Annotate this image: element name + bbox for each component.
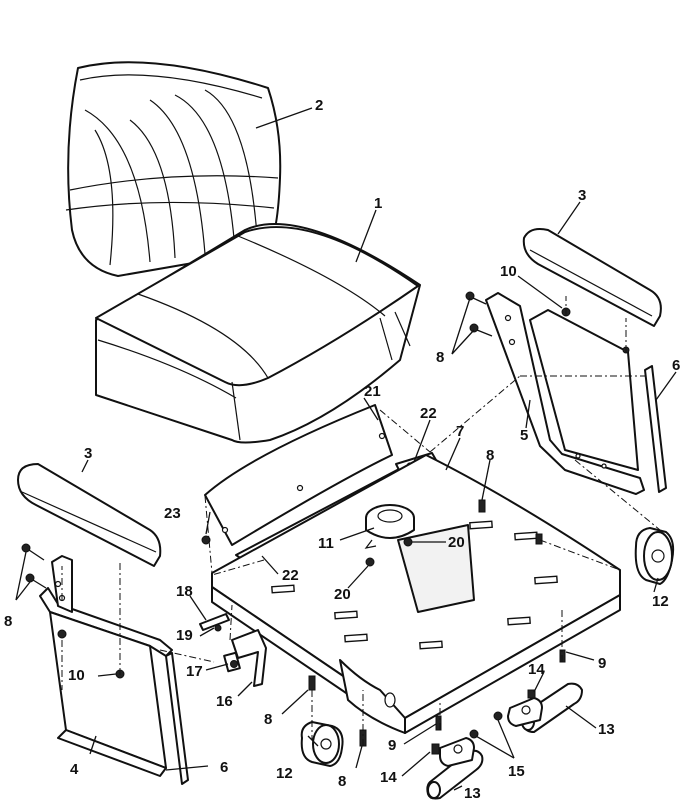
right-armrest-bracket bbox=[485, 292, 645, 495]
nut-15-b bbox=[493, 711, 503, 721]
alignment-lines bbox=[61, 296, 661, 746]
callout-16: 16 bbox=[216, 693, 233, 710]
callout-22-lower: 22 bbox=[282, 567, 299, 584]
nut-10-left bbox=[57, 629, 67, 639]
callout-3-left: 3 bbox=[84, 445, 92, 462]
callout-15: 15 bbox=[508, 763, 525, 780]
callout-18: 18 bbox=[176, 583, 193, 600]
callout-11: 11 bbox=[318, 535, 334, 552]
callout-10-left: 10 bbox=[68, 667, 85, 684]
screw-9-front bbox=[435, 715, 442, 731]
clip-19 bbox=[214, 624, 222, 632]
pivot-pin-rear bbox=[507, 682, 583, 733]
callout-20-right: 20 bbox=[448, 534, 465, 551]
left-armrest bbox=[17, 463, 162, 567]
seat-switch-bracket bbox=[223, 629, 267, 687]
callout-20-left: 20 bbox=[334, 586, 351, 603]
callout-9-rear: 9 bbox=[598, 655, 606, 672]
callout-8-pan: 8 bbox=[486, 447, 494, 464]
callout-13-rear: 13 bbox=[598, 721, 615, 738]
callout-5: 5 bbox=[520, 427, 528, 444]
callout-8-upper: 8 bbox=[436, 349, 444, 366]
callout-13-front: 13 bbox=[464, 785, 481, 802]
callout-8-left: 8 bbox=[4, 613, 12, 630]
callout-12-rear: 12 bbox=[652, 593, 669, 610]
seat-switch-assembly bbox=[364, 504, 415, 549]
seat-mount-plate bbox=[204, 404, 393, 546]
callout-14-front: 14 bbox=[380, 769, 397, 786]
right-armrest bbox=[522, 228, 662, 327]
seat-bottom-cushion bbox=[95, 223, 421, 444]
bolt-8-left bbox=[21, 543, 47, 589]
nut-23 bbox=[201, 535, 211, 545]
left-trim-strip bbox=[165, 652, 189, 785]
seat-base-pan bbox=[211, 454, 621, 734]
callout-2: 2 bbox=[315, 97, 323, 114]
callout-1: 1 bbox=[374, 195, 382, 212]
callout-14-rear: 14 bbox=[528, 661, 545, 678]
pin-18 bbox=[199, 613, 230, 631]
pivot-pin-front bbox=[426, 737, 484, 800]
callout-17: 17 bbox=[186, 663, 203, 680]
bolt-14-front bbox=[431, 743, 440, 755]
callout-12-front: 12 bbox=[276, 765, 293, 782]
callout-6-right: 6 bbox=[672, 357, 680, 374]
callout-9-front: 9 bbox=[388, 737, 396, 754]
rubber-isolator-front bbox=[300, 721, 344, 767]
nut-20-a bbox=[403, 537, 413, 547]
leader-lines bbox=[15, 107, 677, 791]
callout-labels: 2 1 3 3 10 8 6 5 21 22 7 8 23 11 20 20 2… bbox=[4, 97, 680, 802]
bolt-14-rear bbox=[527, 689, 536, 699]
callout-8-lower: 8 bbox=[264, 711, 272, 728]
nut-20-b bbox=[365, 557, 375, 567]
bolt-8-upper-right bbox=[465, 291, 493, 337]
callout-10-right: 10 bbox=[500, 263, 517, 280]
rubber-isolator-rear bbox=[634, 527, 675, 585]
left-armrest-bracket bbox=[39, 555, 173, 777]
callout-4: 4 bbox=[70, 761, 79, 778]
right-trim-strip bbox=[644, 365, 667, 493]
callout-8-bottom: 8 bbox=[338, 773, 346, 790]
callout-3-right: 3 bbox=[578, 187, 586, 204]
callout-19: 19 bbox=[176, 627, 193, 644]
callout-22-upper: 22 bbox=[420, 405, 437, 422]
callout-21: 21 bbox=[364, 383, 381, 400]
callout-7: 7 bbox=[456, 423, 464, 440]
callout-6-left: 6 bbox=[220, 759, 228, 776]
callout-23: 23 bbox=[164, 505, 181, 522]
